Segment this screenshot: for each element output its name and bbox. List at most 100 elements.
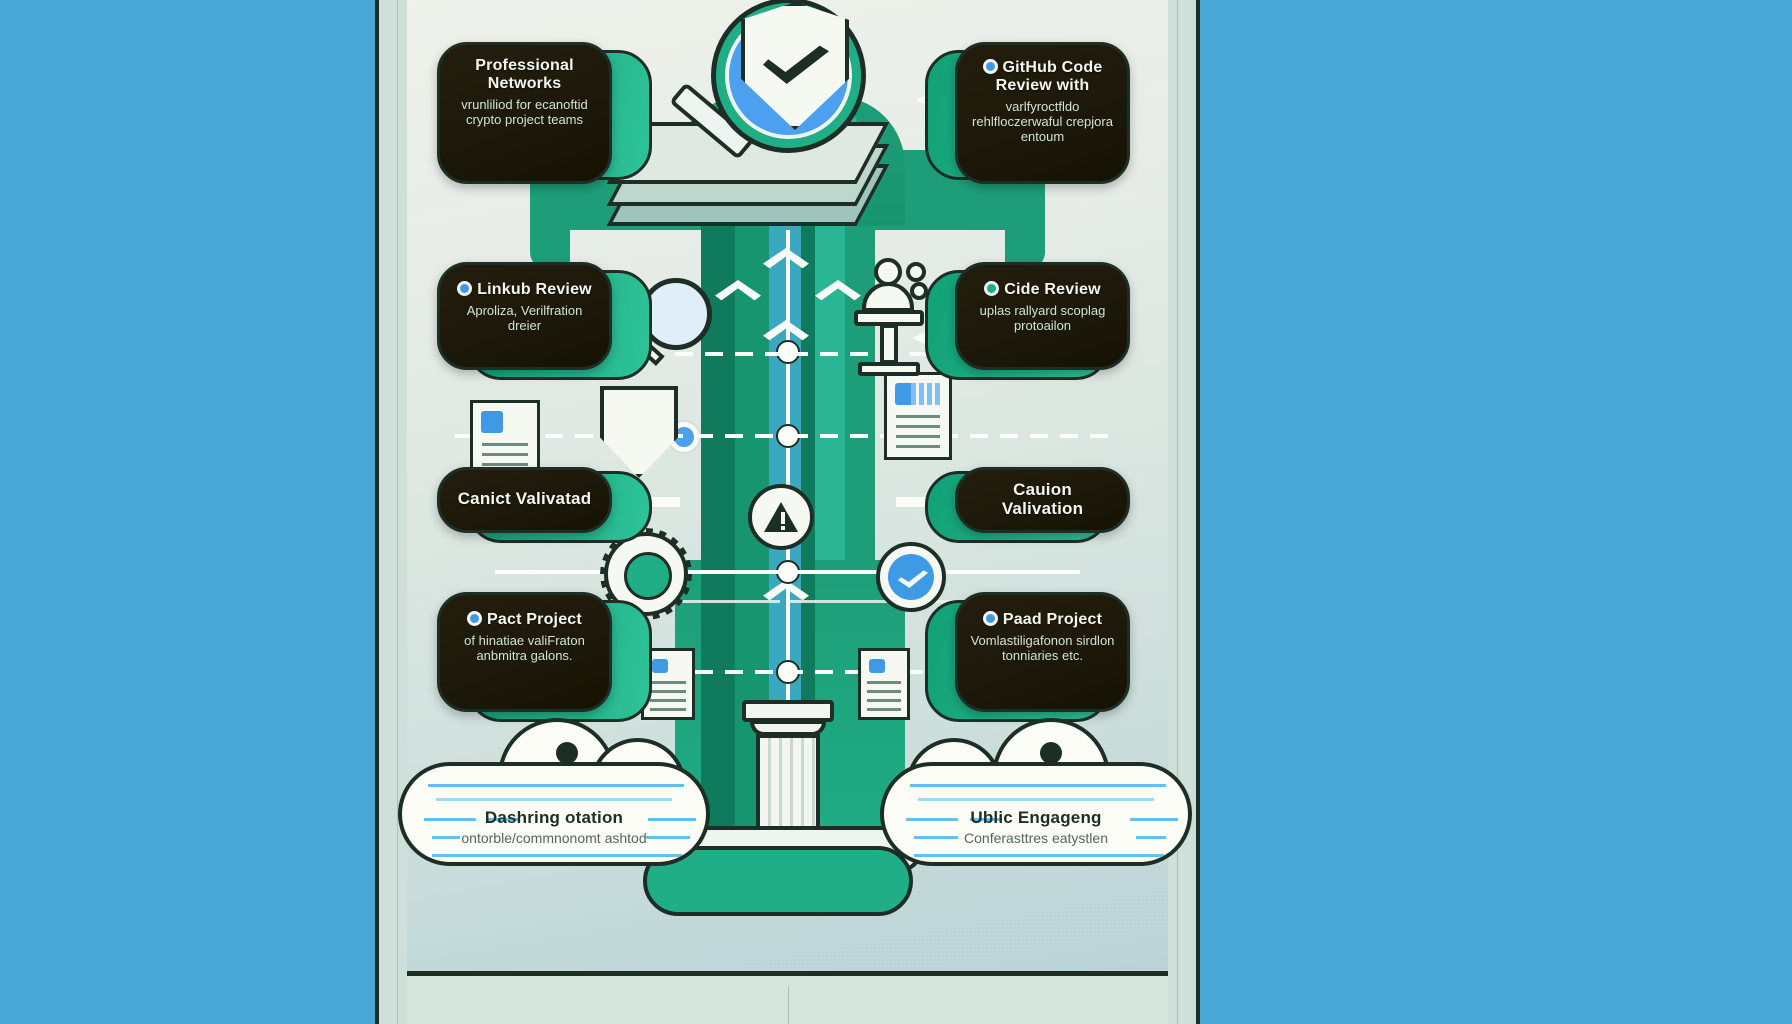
document-line: [650, 690, 686, 693]
pillar-base: [643, 846, 913, 916]
card-title: Cide Review: [970, 281, 1115, 299]
card-body[interactable]: Cauion Valivation: [955, 467, 1130, 533]
cloud-dot: [556, 742, 578, 764]
document-line: [650, 708, 686, 711]
up-chevron-3: [763, 580, 809, 610]
document-line: [867, 681, 901, 684]
cloud-line: [432, 836, 460, 839]
document-line: [896, 415, 940, 418]
cloud-line: [906, 818, 958, 821]
arrow-shaft-r3-right: [896, 497, 946, 507]
cloud-line: [914, 836, 958, 839]
document-badge: [652, 659, 668, 673]
verified-badge-icon: [876, 542, 946, 612]
card-title: Professional Networks: [475, 57, 574, 92]
document-badge: [481, 411, 503, 433]
document-icon-left: [470, 400, 540, 480]
connector-row5: [605, 670, 1005, 674]
document-line: [482, 463, 528, 466]
arrow-shaft-r3-left: [628, 497, 680, 507]
cloud-line: [436, 798, 672, 801]
warning-icon: [748, 484, 814, 550]
card-body[interactable]: Professional Networks vrunliliod for eca…: [437, 42, 612, 184]
document-line: [482, 443, 528, 446]
cloud-title: Ublic Engageng: [970, 808, 1102, 827]
cloud-line: [970, 818, 1002, 821]
verified-shield-emblem: [606, 0, 890, 226]
warning-bang: [781, 512, 785, 530]
cloud-line: [648, 818, 696, 821]
card-subtitle: vrunliliod for ecanoftid crypto project …: [461, 96, 588, 128]
cloud-line: [646, 836, 690, 839]
pillar-shaft: [756, 734, 820, 834]
gear-icon: [600, 528, 692, 620]
audience-head-2: [910, 282, 928, 300]
card-subtitle: Aproliza, Verilfration dreier: [466, 302, 583, 334]
cloud-subtitle: ontorble/commnonomt ashtod: [461, 830, 647, 846]
connector-row3-right: [790, 434, 1120, 438]
status-dot-icon: [982, 611, 998, 626]
document-line: [896, 445, 940, 448]
cloud-body: Dashring otation ontorble/commnonomt ash…: [398, 762, 710, 866]
document-icon-lower-right: [858, 648, 910, 720]
up-chevron-4: [715, 280, 761, 310]
document-line: [650, 699, 686, 702]
cloud-caption: Dashring otation ontorble/commnonomt ash…: [402, 808, 706, 846]
podium-foot: [858, 362, 920, 376]
card-subtitle: varlfyroctfldo rehlfloczerwaful crepjora…: [972, 98, 1113, 145]
card-body[interactable]: Pact Project of hinatiae valiFraton anbm…: [437, 592, 612, 712]
cloud-body: Ublic Engageng Conferasttres eatystlen: [880, 762, 1192, 866]
up-chevron-5: [815, 280, 861, 310]
document-line: [896, 435, 940, 438]
card-title: Paad Project: [970, 611, 1115, 629]
cloud-line: [432, 854, 682, 857]
panel-base-line: [787, 986, 789, 1024]
card-body[interactable]: GitHub Code Review with varlfyroctfldo r…: [955, 42, 1130, 184]
cloud-line: [428, 784, 684, 787]
card-subtitle: uplas rallyard scoplag protoailon: [979, 302, 1106, 334]
card-title: GitHub Code Review with: [970, 59, 1115, 95]
card-title: Canict Valivatad: [457, 489, 592, 509]
card-body[interactable]: Canict Valivatad: [437, 467, 612, 533]
cloud-line: [914, 854, 1164, 857]
cloud-subtitle: Conferasttres eatystlen: [964, 830, 1108, 846]
card-title: Cauion Valivation: [1001, 479, 1084, 518]
pillar-abacus: [742, 700, 834, 722]
card-body[interactable]: Cide Review uplas rallyard scoplag proto…: [955, 262, 1130, 370]
document-bars: [911, 383, 941, 405]
cloud-line: [488, 818, 520, 821]
panel-base: [407, 976, 1168, 1024]
connector-row2-right: [790, 352, 1030, 356]
card-subtitle: Vomlastiligafonon sirdlon tonniaries etc…: [970, 632, 1115, 664]
check-icon: [763, 44, 829, 84]
document-icon-lower-left: [641, 648, 695, 720]
card-subtitle: of hinatiae valiFraton anbmitra galons.: [464, 632, 585, 664]
up-chevron-1: [763, 248, 809, 278]
document-line: [650, 681, 686, 684]
panel-edge-line-right: [1177, 0, 1178, 1024]
status-dot-icon: [457, 281, 473, 296]
status-dot-icon: [984, 281, 1000, 296]
audience-head: [906, 262, 926, 282]
card-title: Linkub Review: [452, 281, 597, 299]
document-icon-right: [884, 372, 952, 460]
gear-core: [624, 552, 672, 600]
cloud-lines: [884, 766, 1188, 862]
card-title: Pact Project: [452, 611, 597, 629]
card-body[interactable]: Linkub Review Aproliza, Verilfration dre…: [437, 262, 612, 370]
cloud-line: [424, 818, 476, 821]
cloud-dot: [1040, 742, 1062, 764]
panel-edge-line-left: [397, 0, 398, 1024]
card-body[interactable]: Paad Project Vomlastiligafonon sirdlon t…: [955, 592, 1130, 712]
cloud-line: [910, 784, 1166, 787]
document-line: [867, 708, 901, 711]
cloud-line: [1136, 836, 1166, 839]
status-dot-icon: [467, 611, 483, 626]
cloud-caption: Ublic Engageng Conferasttres eatystlen: [884, 808, 1188, 846]
cloud-line: [1130, 818, 1178, 821]
document-line: [482, 453, 528, 456]
cloud-lines: [402, 766, 706, 862]
podium-stem: [880, 324, 898, 364]
cloud-line: [918, 798, 1154, 801]
